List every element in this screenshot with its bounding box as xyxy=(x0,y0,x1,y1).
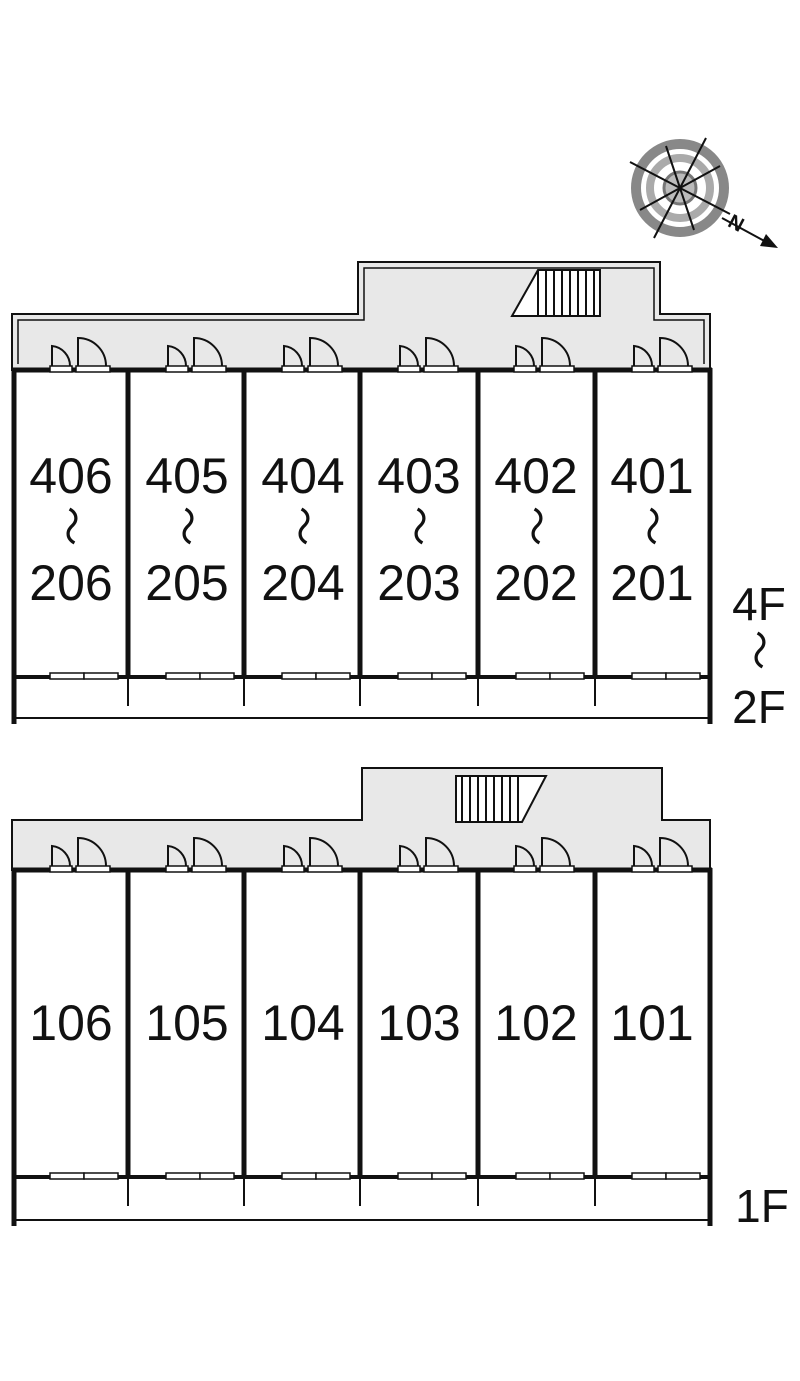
unit-label-201: 201 xyxy=(610,555,693,611)
unit-label-104: 104 xyxy=(261,995,344,1051)
compass-rose-icon: N xyxy=(629,137,778,248)
unit-label-103: 103 xyxy=(377,995,460,1051)
unit-label-102: 102 xyxy=(494,995,577,1051)
unit-label-group: 406 〜 206 405 〜 205 404 〜 204 403 〜 203 … xyxy=(29,448,693,611)
unit-label-205: 205 xyxy=(145,555,228,611)
unit-label-403: 403 xyxy=(377,448,460,504)
unit-label-206: 206 xyxy=(29,555,112,611)
floor-label-2f: 2F xyxy=(732,681,786,733)
unit-label-105: 105 xyxy=(145,995,228,1051)
upper-staircase-icon xyxy=(510,269,601,317)
unit-label-406: 406 xyxy=(29,448,112,504)
unit-label-404: 404 xyxy=(261,448,344,504)
unit-label-401: 401 xyxy=(610,448,693,504)
floor-range-wave: 〜 xyxy=(735,630,781,670)
upper-floor-block: 406 〜 206 405 〜 205 404 〜 204 403 〜 203 … xyxy=(11,261,786,733)
unit-label-101: 101 xyxy=(610,995,693,1051)
unit-label-203: 203 xyxy=(377,555,460,611)
unit-label-405: 405 xyxy=(145,448,228,504)
floor-label-4f: 4F xyxy=(732,578,786,630)
range-wave: 〜 xyxy=(47,506,93,546)
unit-label-202: 202 xyxy=(494,555,577,611)
unit-label-group: 106 105 104 103 102 101 xyxy=(29,995,693,1051)
floor-label-1f: 1F xyxy=(735,1180,789,1232)
upper-corridor xyxy=(11,261,711,371)
lower-floor-block: 106 105 104 103 102 101 1F xyxy=(11,767,789,1232)
range-wave: 〜 xyxy=(279,506,325,546)
range-wave: 〜 xyxy=(395,506,441,546)
lower-corridor xyxy=(11,767,711,871)
range-wave: 〜 xyxy=(512,506,558,546)
unit-label-204: 204 xyxy=(261,555,344,611)
compass-north-label: N xyxy=(724,211,747,237)
unit-label-106: 106 xyxy=(29,995,112,1051)
range-wave: 〜 xyxy=(628,506,674,546)
range-wave: 〜 xyxy=(163,506,209,546)
unit-label-402: 402 xyxy=(494,448,577,504)
lower-staircase-icon xyxy=(455,775,548,823)
